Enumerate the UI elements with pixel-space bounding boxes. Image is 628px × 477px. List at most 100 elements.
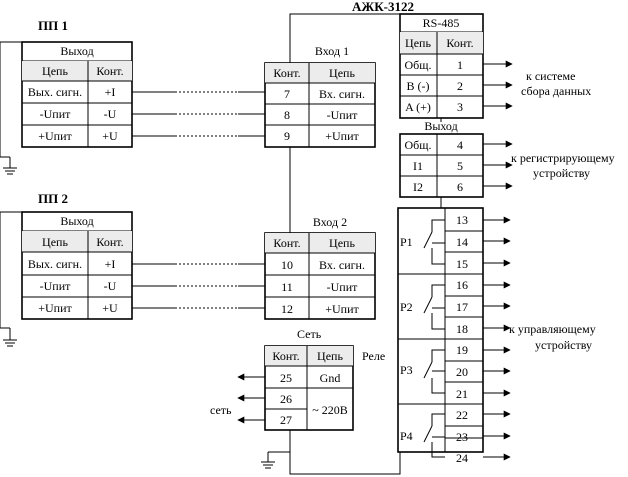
relay-contact-13: 13 [456, 213, 468, 227]
input1-row3-cont: 9 [284, 129, 290, 143]
output-row1-cont: 4 [457, 138, 463, 152]
power-row1-cont: 25 [280, 371, 292, 385]
pp2-block-label: Выход [60, 214, 93, 228]
input2-row3-cont: 12 [281, 302, 293, 316]
pp1-block: Выход Цепь Конт. Вых. сигн. +I -Uпит -U … [21, 41, 133, 148]
pp2-row3-cont: +U [102, 301, 118, 315]
relay-target-line2: устройству [535, 338, 592, 352]
rs485-col-chain: Цепь [405, 36, 431, 50]
rs485-block: RS-485 Цепь Конт. Общ. 1 B (-) 2 A (+) 3 [399, 13, 484, 119]
pp2-col-chain: Цепь [42, 235, 68, 249]
input2-row1-chain: Вх. сигн. [319, 258, 365, 272]
pp1-col-cont: Конт. [96, 64, 123, 78]
power-network-arrows [237, 373, 265, 424]
relay-contact-20: 20 [456, 365, 468, 379]
pp1-col-chain: Цепь [42, 64, 68, 78]
pp1-row2-chain: -Uпит [40, 107, 72, 121]
relay-p4-label: P4 [400, 429, 413, 443]
input2-block: Конт. Цепь 10 Вх. сигн. 11 -Uпит 12 +Uпи… [264, 232, 376, 320]
power-voltage: ~ 220В [312, 403, 348, 417]
input2-col-chain: Цепь [329, 236, 355, 250]
input1-title: Вход 1 [315, 44, 349, 58]
rs485-arrows [483, 60, 513, 110]
rs485-row3-cont: 3 [457, 100, 463, 114]
rs485-row2-cont: 2 [457, 79, 463, 93]
relay-p3-label: P3 [400, 363, 413, 377]
pp2-ground-wire [0, 211, 22, 328]
pp2-block: Выход Цепь Конт. Вых. сигн. +I -Uпит -U … [21, 211, 133, 320]
rs485-target-line1: к системе [526, 69, 575, 83]
pp1-row2-cont: -U [104, 107, 117, 121]
device-bottom-line [289, 430, 401, 475]
rs485-row1-cont: 1 [457, 58, 463, 72]
input1-row2-chain: -Uпит [327, 108, 359, 122]
input1-row3-chain: +Uпит [325, 129, 359, 143]
rs485-row3-chain: A (+) [405, 100, 431, 114]
pp1-row1-chain: Вых. сигн. [28, 85, 82, 99]
input1-row2-cont: 8 [284, 108, 290, 122]
rs485-row1-chain: Общ. [404, 58, 431, 72]
power-col-chain: Цепь [317, 349, 343, 363]
input2-row3-chain: +Uпит [325, 302, 359, 316]
power-title: Сеть [297, 327, 322, 341]
relay-p1-label: P1 [400, 235, 413, 249]
pp1-ground-wire [0, 41, 22, 157]
relay-contact-21: 21 [456, 387, 468, 401]
output-arrows [483, 140, 513, 190]
rs485-row2-chain: B (-) [407, 79, 430, 93]
input1-col-cont: Конт. [273, 66, 300, 80]
relay-p3-switch-icon [423, 349, 445, 394]
output-target-line1: к регистрирующему [511, 151, 615, 165]
relay-p4-switch-icon [423, 413, 445, 458]
input2-row1-cont: 10 [281, 258, 293, 272]
output-row2-chain: I1 [413, 159, 423, 173]
pp2-row2-chain: -Uпит [40, 279, 72, 293]
relay-contact-17: 17 [456, 300, 468, 314]
pp1-row3-chain: +Uпит [38, 129, 72, 143]
input2-title: Вход 2 [313, 215, 347, 229]
input2-row2-cont: 11 [281, 280, 293, 294]
relay-contact-24: 24 [456, 451, 468, 465]
relay-block [397, 207, 484, 453]
input1-row1-cont: 7 [284, 87, 290, 101]
pp1-to-input1-wires [132, 91, 265, 137]
relay-contact-19: 19 [456, 343, 468, 357]
rs485-col-cont: Конт. [446, 36, 473, 50]
input1-block: Конт. Цепь 7 Вх. сигн. 8 -Uпит 9 +Uпит [264, 62, 376, 148]
pp2-row2-cont: -U [104, 279, 117, 293]
relay-contact-14: 14 [456, 235, 468, 249]
pp1-row3-cont: +U [102, 129, 118, 143]
power-net-label: сеть [210, 403, 232, 417]
input1-row1-chain: Вх. сигн. [319, 87, 365, 101]
pp2-row3-chain: +Uпит [38, 301, 72, 315]
relay-title: Реле [362, 349, 385, 363]
pp2-ground-icon [0, 327, 17, 347]
input1-col-chain: Цепь [329, 66, 355, 80]
pp2-row1-chain: Вых. сигн. [28, 257, 82, 271]
pp2-to-input2-wires [132, 263, 265, 309]
relay-p2-label: P2 [400, 300, 413, 314]
power-row1-chain: Gnd [320, 371, 341, 385]
output-block: Общ. 4 I1 5 I2 6 [399, 133, 484, 198]
relay-contact-18: 18 [456, 322, 468, 336]
device-title: АЖК-3122 [352, 0, 414, 14]
relay-p2-switch-icon [423, 284, 445, 330]
pp1-ground-icon [0, 156, 17, 175]
relay-arrows [483, 216, 511, 461]
output-row2-cont: 5 [457, 159, 463, 173]
relay-p1-switch-icon [423, 219, 445, 265]
pp1-block-label: Выход [60, 44, 93, 58]
power-row2-cont: 26 [280, 392, 292, 406]
power-row3-cont: 27 [280, 413, 292, 427]
input2-col-cont: Конт. [273, 236, 300, 250]
device-ground-icon [261, 451, 290, 469]
pp2-col-cont: Конт. [96, 235, 123, 249]
pp1-title: ПП 1 [38, 18, 68, 33]
power-col-cont: Конт. [272, 349, 299, 363]
output-target-line2: устройству [533, 166, 590, 180]
output-row3-chain: I2 [413, 180, 423, 194]
relay-target-line1: к управляющему [509, 322, 596, 336]
relay-contact-15: 15 [456, 257, 468, 271]
relay-contact-22: 22 [456, 408, 468, 422]
